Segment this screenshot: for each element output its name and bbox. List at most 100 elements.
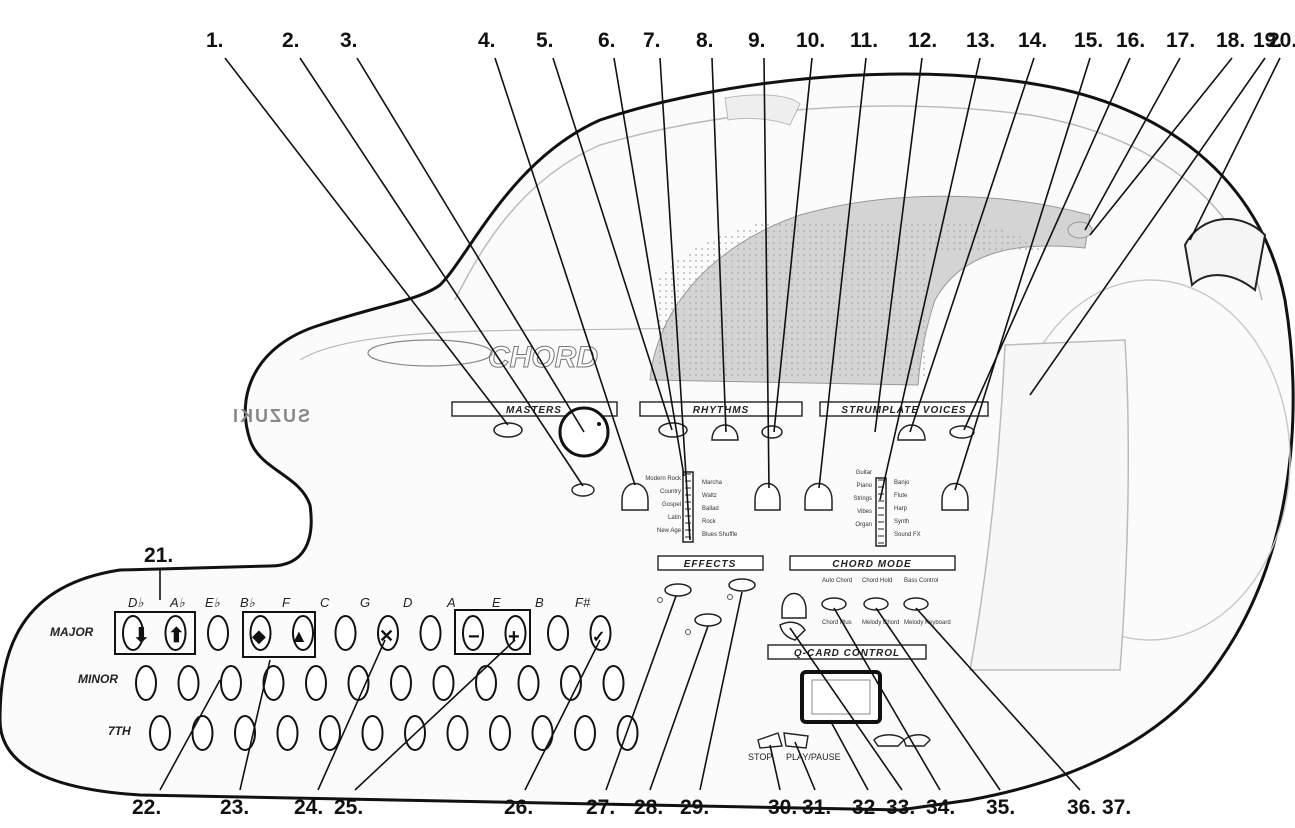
grille-dot	[755, 302, 757, 304]
leader-line	[159, 679, 221, 791]
chord-button-7th[interactable]	[616, 715, 639, 751]
play-pause-button[interactable]	[783, 732, 809, 749]
chord-button-major[interactable]	[589, 615, 612, 651]
grille-dot	[821, 272, 823, 274]
masters-small-button[interactable]	[571, 483, 595, 497]
grille-dot	[749, 350, 751, 352]
chord-button-major[interactable]	[207, 615, 229, 651]
grille-dot	[1025, 248, 1027, 250]
chord-button-minor[interactable]	[560, 665, 582, 701]
chord-button-7th[interactable]	[361, 715, 384, 751]
list-label: Piano	[857, 483, 873, 489]
chord-button-7th[interactable]	[489, 715, 511, 751]
chord-button-7th[interactable]	[446, 715, 469, 751]
effects-button-middle[interactable]	[694, 613, 722, 627]
voice-slider[interactable]	[875, 477, 887, 547]
chord-button-major[interactable]	[122, 615, 144, 651]
rhythm-select-right-button[interactable]	[754, 482, 781, 511]
grille-dot	[779, 308, 781, 310]
grille-dot	[707, 320, 709, 322]
chord-mode-button-1[interactable]	[821, 597, 847, 611]
grille-dot	[767, 278, 769, 280]
grille-dot	[695, 332, 697, 334]
grille-dot	[923, 320, 925, 322]
voice-select-left-button[interactable]	[804, 482, 833, 511]
chord-button-major[interactable]	[292, 615, 314, 651]
stop-button[interactable]	[757, 732, 783, 749]
chord-button-7th[interactable]	[276, 715, 299, 751]
grille-dot	[971, 230, 973, 232]
effects-button-right[interactable]	[728, 578, 756, 592]
callout-number: 27.	[586, 796, 615, 819]
voice-top-button[interactable]	[897, 424, 926, 441]
grille-dot	[947, 236, 949, 238]
rhythm-select-left-button[interactable]	[621, 482, 649, 511]
grille-dot	[803, 236, 805, 238]
voice-select-right-button[interactable]	[941, 482, 969, 511]
grille-dot	[881, 308, 883, 310]
grille-dot	[827, 224, 829, 226]
grille-dot	[695, 368, 697, 370]
grille-dot	[923, 344, 925, 346]
chord-mode-main-button[interactable]	[781, 592, 807, 619]
grille-dot	[905, 350, 907, 352]
chord-mode-button-3[interactable]	[903, 597, 929, 611]
grille-dot	[797, 338, 799, 340]
chord-button-minor[interactable]	[262, 665, 285, 701]
qcard-slot[interactable]	[800, 670, 882, 724]
chord-button-7th[interactable]	[149, 715, 171, 751]
tempo-button-left[interactable]	[873, 734, 905, 747]
grille-dot	[833, 248, 835, 250]
grille-dot	[689, 260, 691, 262]
tempo-button-right[interactable]	[903, 734, 931, 747]
leader-line	[763, 57, 770, 489]
chord-button-minor[interactable]	[517, 665, 540, 701]
grille-dot	[875, 374, 877, 376]
chord-button-minor[interactable]	[602, 665, 625, 701]
grille-dot	[665, 296, 667, 298]
grille-dot	[725, 368, 727, 370]
callout-number: 26.	[504, 796, 533, 819]
chord-button-minor[interactable]	[177, 665, 200, 701]
rhythm-button-b[interactable]	[761, 425, 783, 439]
chord-button-7th[interactable]	[234, 715, 256, 751]
chord-mode-button-2[interactable]	[863, 597, 889, 611]
chord-button-major[interactable]	[334, 615, 357, 651]
chord-button-major[interactable]	[164, 615, 187, 651]
chord-button-minor[interactable]	[432, 665, 455, 701]
chord-button-major[interactable]	[504, 615, 527, 651]
grille-dot	[827, 350, 829, 352]
chord-button-minor[interactable]	[305, 665, 327, 701]
chord-button-major[interactable]	[377, 615, 399, 651]
chord-button-major[interactable]	[419, 615, 442, 651]
chord-button-major[interactable]	[547, 615, 569, 651]
chord-button-major[interactable]	[462, 615, 484, 651]
chord-button-minor[interactable]	[475, 665, 497, 701]
chord-button-7th[interactable]	[319, 715, 341, 751]
minus-icon: −	[468, 626, 480, 648]
grille-dot	[803, 332, 805, 334]
chord-button-7th[interactable]	[191, 715, 214, 751]
voice-sustain-button[interactable]	[949, 425, 975, 439]
grille-dot	[851, 296, 853, 298]
grille-dot	[869, 230, 871, 232]
grille-dot	[905, 326, 907, 328]
grille-dot	[689, 350, 691, 352]
rhythm-tempo-button[interactable]	[711, 424, 739, 441]
grille-dot	[791, 326, 793, 328]
chord-button-7th[interactable]	[531, 715, 554, 751]
grille-dot	[833, 266, 835, 268]
effects-button-left[interactable]	[664, 583, 692, 597]
grille-dot	[743, 230, 745, 232]
chord-button-minor[interactable]	[220, 665, 242, 701]
power-button[interactable]	[493, 422, 523, 438]
grille-dot	[803, 338, 805, 340]
chord-button-minor[interactable]	[135, 665, 157, 701]
chord-button-major[interactable]	[249, 615, 272, 651]
grille-dot	[785, 332, 787, 334]
chord-button-minor[interactable]	[390, 665, 412, 701]
chord-button-7th[interactable]	[574, 715, 596, 751]
list-label: Ballad	[702, 506, 719, 512]
rhythm-button-a[interactable]	[658, 422, 688, 438]
callout-number: 22.	[132, 796, 161, 819]
